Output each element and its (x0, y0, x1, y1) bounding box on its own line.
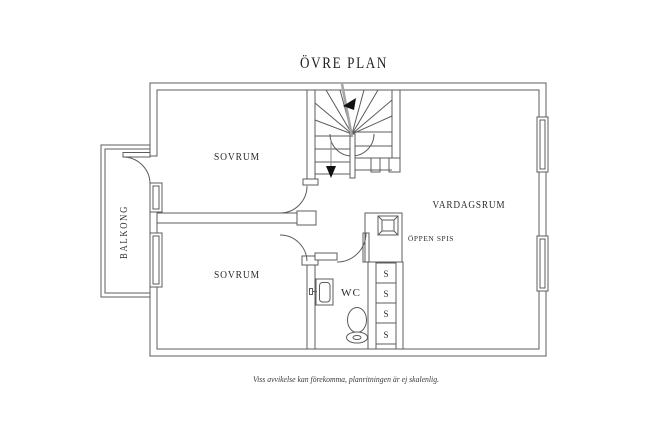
closet-4 (375, 322, 397, 345)
interior-walls (156, 89, 404, 350)
bedroom-top-label: SOVRUM (214, 151, 260, 163)
closet-2-label: S (383, 289, 388, 299)
bedroom-divider-wall (156, 212, 299, 224)
closet-3-label: S (383, 309, 388, 319)
wc-top-wall (314, 252, 338, 261)
wc-label: WC (341, 287, 361, 299)
staircase (314, 83, 393, 179)
stairs-down-arrow-icon (326, 166, 336, 178)
living-room-label: VARDAGSRUM (433, 199, 506, 211)
plan-title: ÖVRE PLAN (300, 54, 388, 72)
window-left-top (149, 182, 163, 213)
balcony-label: BALKONG (119, 205, 130, 259)
window-right-bottom (536, 235, 549, 292)
closet-right-wall (395, 261, 404, 350)
window-right-top (536, 116, 549, 173)
balcony (100, 144, 150, 298)
bedroom-bottom-label: SOVRUM (214, 269, 260, 281)
bedroom-bottom-door (279, 234, 308, 262)
wc-sink (309, 278, 334, 306)
stairwell-left-wall (306, 89, 316, 180)
wc-door (336, 232, 370, 263)
closet-4-label: S (383, 330, 388, 340)
wc-left-wall (306, 263, 316, 350)
wc-toilet (346, 307, 368, 344)
fireplace-label: ÖPPEN SPIS (408, 235, 454, 243)
bedroom-top-door (279, 185, 308, 214)
balcony-door (122, 152, 158, 185)
window-left-bottom (149, 232, 163, 288)
wc-right-wall (367, 261, 377, 350)
stairwell-right-wall (391, 89, 401, 159)
stairs-walk-line (340, 83, 354, 138)
stair-newel (349, 133, 356, 179)
closet-1-label: S (383, 269, 388, 279)
stairs-up-arrow-icon (343, 98, 356, 110)
disclaimer-text: Viss avvikelse kan förekomma, planritnin… (253, 375, 439, 384)
closets: S S S S (375, 262, 397, 345)
fireplace (364, 212, 403, 263)
